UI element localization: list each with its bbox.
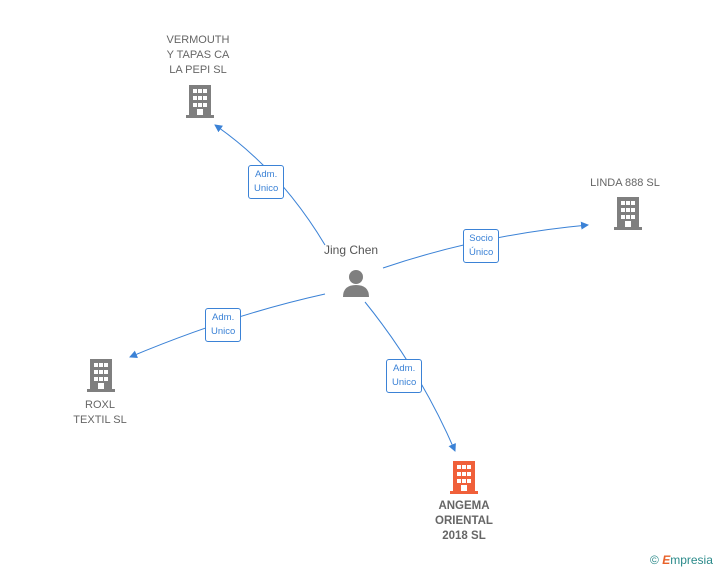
copyright-icon: © bbox=[650, 553, 659, 567]
edge-label-vermouth: Adm. Unico bbox=[248, 165, 285, 199]
brand-logo: © Empresia bbox=[650, 553, 713, 567]
edge-label-linda: Socio Único bbox=[463, 229, 500, 263]
building-icon[interactable] bbox=[448, 460, 480, 496]
edge-label-roxl: Adm. Unico bbox=[205, 308, 242, 342]
brand-name: mpresia bbox=[670, 553, 713, 567]
company-linda-label[interactable]: LINDA 888 SL bbox=[590, 177, 660, 189]
company-roxl-label[interactable]: ROXL TEXTIL SL bbox=[73, 399, 127, 426]
person-icon[interactable] bbox=[341, 268, 371, 298]
building-icon[interactable] bbox=[85, 358, 117, 394]
person-name[interactable]: Jing Chen bbox=[324, 243, 379, 257]
edge-label-angema: Adm. Unico bbox=[386, 359, 423, 393]
building-icon[interactable] bbox=[184, 84, 216, 120]
brand-initial: E bbox=[662, 553, 671, 567]
building-icon[interactable] bbox=[612, 196, 644, 232]
company-vermouth-label[interactable]: VERMOUTH Y TAPAS CA LA PEPI SL bbox=[166, 34, 230, 76]
company-angema-label[interactable]: ANGEMA ORIENTAL 2018 SL bbox=[435, 500, 493, 542]
